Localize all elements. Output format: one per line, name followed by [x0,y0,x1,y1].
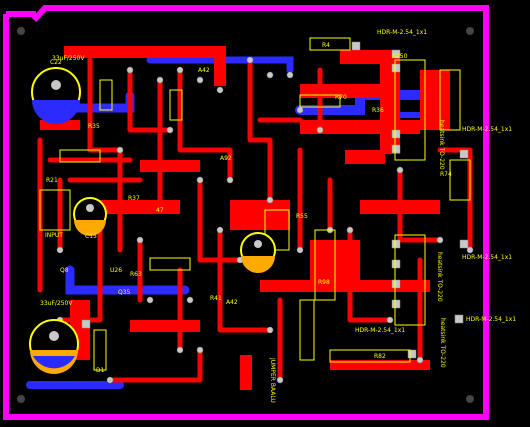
label-q35: Q35 [118,289,131,296]
label-r47: 47 [156,207,164,214]
label-u26: U26 [110,267,122,274]
label-r35: R35 [88,123,100,130]
capacitor-c22 [31,67,81,124]
label-cap-top: 33uF/250V [52,55,85,62]
label-q8: Q8 [60,267,69,274]
label-jumper: JUMPER BAALU [269,357,276,403]
label-c15: C15 [85,233,97,240]
capacitor-c23 [240,232,276,273]
label-hdr-right3: HDR-M-2.54_1x1 [466,316,516,323]
label-r55: R55 [296,213,308,220]
label-heatsink-1: heatsink TO-220 [438,120,445,170]
capacitor-c45 [29,319,79,374]
label-r41: R41 [210,295,222,302]
label-input: INPUT [45,232,63,239]
top-traces [37,57,473,383]
label-heatsink-2: heatsink TO-220 [436,252,443,302]
label-r21: R21 [46,177,58,184]
label-a92: A92 [220,155,232,162]
capacitor-c15 [73,197,107,236]
label-r98: R98 [318,279,330,286]
heatsink-labels: heatsink TO-220 heatsink TO-220 heatsink… [269,120,446,403]
label-k250: K250 [392,53,408,60]
silk-outlines [39,37,471,371]
label-a42-bottom: A42 [226,299,238,306]
label-r4: R4 [322,42,330,49]
label-d1: D1 [96,367,105,374]
label-a42-top: A42 [198,67,210,74]
silk-text: HDR-M-2.54_1x1 HDR-M-2.54_1x1 HDR-M-2.54… [40,29,516,374]
label-r36: R36 [372,107,384,114]
label-cap-bottom: 33uF/250V [40,300,73,307]
label-c22: C22 [50,59,62,66]
label-hdr-bottom: HDR-M-2.54_1x1 [355,327,405,334]
board-outline [3,5,489,420]
label-r82: R82 [374,353,386,360]
label-r37: R37 [128,195,140,202]
label-r74: R74 [440,171,452,178]
label-r70: R70 [335,94,347,101]
mounting-holes [17,27,474,403]
label-r63: R63 [130,271,142,278]
label-hdr-top: HDR-M-2.54_1x1 [377,29,427,36]
label-heatsink-3: heatsink TO-220 [439,318,446,368]
label-hdr-right2: HDR-M-2.54_1x1 [462,254,512,261]
label-hdr-right1: HDR-M-2.54_1x1 [462,126,512,133]
